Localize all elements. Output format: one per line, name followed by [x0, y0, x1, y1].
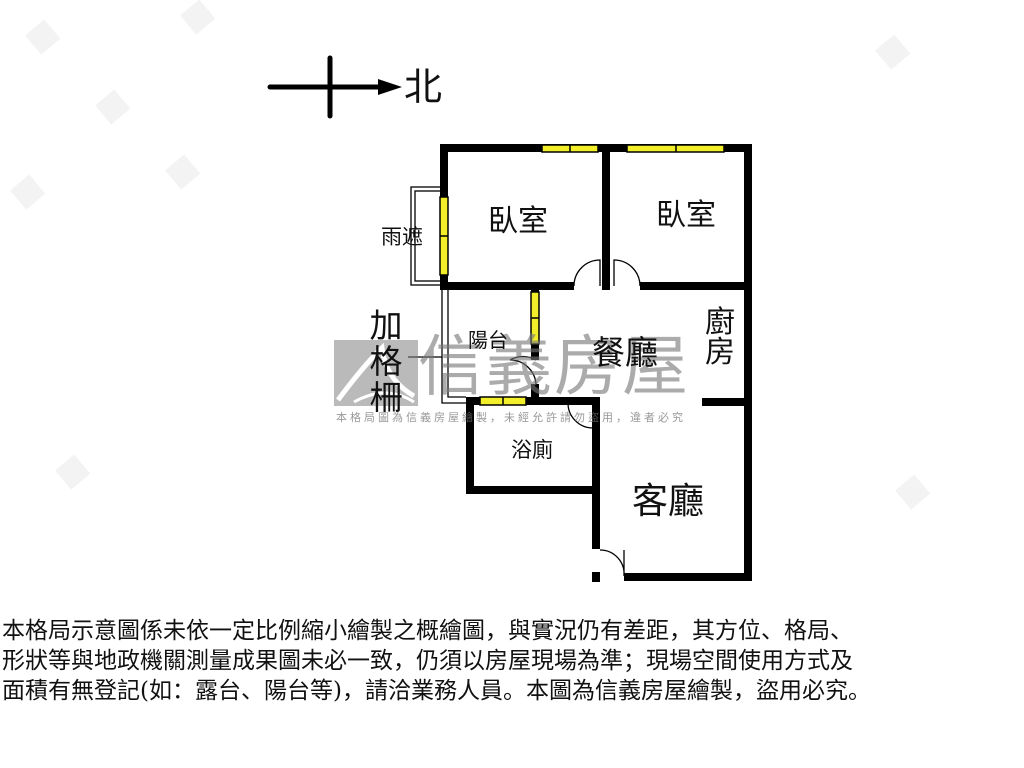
disclaimer-line-3: 面積有無登記(如：露台、陽台等)，請洽業務人員。本圖為信義房屋繪製，盜用必究。 [2, 678, 871, 704]
disclaimer-text: 本格局示意圖係未依一定比例縮小繪製之概繪圖，與實況仍有差距，其方位、格局、 形狀… [2, 616, 1022, 706]
room-label-bedroom-2: 臥室 [656, 198, 716, 233]
disclaimer-line-1: 本格局示意圖係未依一定比例縮小繪製之概繪圖，與實況仍有差距，其方位、格局、 [2, 618, 853, 644]
room-label-bathroom: 浴廁 [511, 438, 553, 462]
watermark-note: 本格局圖為信義房屋繪製，未經允許請勿盜用，違者必究 [336, 411, 686, 424]
watermark-brand: 信義房屋 [418, 328, 690, 405]
room-label-canopy: 雨遮 [381, 225, 423, 249]
grille-char-3: 柵 [369, 378, 403, 417]
background-watermark-logos [10, 0, 931, 510]
grille-char-2: 格 [369, 342, 403, 381]
room-label-kitchen: 廚 房 [700, 308, 740, 368]
room-label-bedroom-1: 臥室 [488, 204, 548, 239]
room-label-living: 客廳 [632, 481, 705, 522]
room-label-grille: 加 格 柵 [366, 308, 406, 416]
room-label-balcony: 陽台 [468, 328, 508, 352]
windows [439, 144, 725, 406]
doors [509, 259, 641, 577]
grille-char-1: 加 [369, 306, 403, 345]
kitchen-char-1: 廚 [705, 305, 735, 340]
kitchen-char-2: 房 [705, 335, 735, 370]
watermark-logo-icon [334, 340, 418, 406]
north-arrow-icon [267, 55, 402, 119]
north-label: 北 [404, 65, 443, 109]
disclaimer-line-2: 形狀等與地政機關測量成果圖未必一致，仍須以房屋現場為準；現場空間使用方式及 [2, 648, 853, 674]
room-label-dining: 餐廳 [592, 333, 658, 372]
